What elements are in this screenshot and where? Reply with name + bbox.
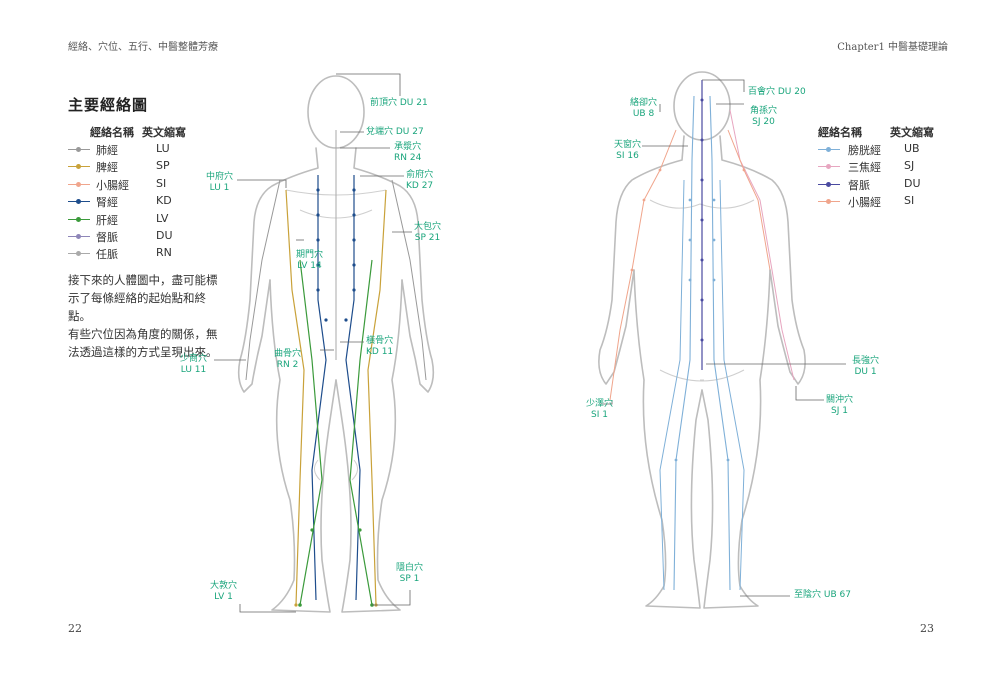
- legend-header-abbr: 英文縮寫: [142, 126, 186, 139]
- running-header-right: Chapter1 中醫基礎理論: [837, 42, 948, 53]
- front-body-outline: [237, 75, 435, 613]
- legend-row: 脾經 SP: [68, 159, 228, 175]
- back-leader-lines: [600, 79, 846, 597]
- back-meridians: [609, 80, 795, 591]
- legend-meridian-name: 任脈: [96, 248, 118, 262]
- legend-line-swatch: [68, 147, 90, 152]
- legend-row: 小腸經 SI: [818, 194, 978, 210]
- legend-meridian-name: 小腸經: [96, 178, 129, 192]
- legend-row: 肝經 LV: [68, 212, 228, 228]
- acupoint-label-baihui: 百會穴 DU 20: [748, 87, 806, 97]
- legend-line-swatch: [818, 199, 840, 205]
- description-line: 有些穴位因為角度的關係，無: [68, 327, 218, 341]
- legend-row: 小腸經 SI: [68, 177, 228, 193]
- legend-meridian-abbr: SJ: [904, 159, 915, 173]
- legend-line-swatch: [68, 181, 90, 187]
- legend-line-swatch: [818, 164, 840, 170]
- page-number-right: 23: [920, 622, 934, 635]
- description-line: 法透過這樣的方式呈現出來。: [68, 345, 218, 359]
- legend-meridian-name: 腎經: [96, 196, 118, 210]
- legend-dot-swatch: [826, 181, 831, 187]
- legend-dot-swatch: [76, 234, 81, 239]
- legend-meridian-abbr: SI: [904, 194, 915, 208]
- legend-meridian-abbr: RN: [156, 246, 172, 260]
- description-line: 接下來的人體圖中，盡可能標: [68, 273, 218, 287]
- legend-row: 膀胱經 UB: [818, 142, 978, 158]
- legend-meridian-abbr: SI: [156, 176, 167, 190]
- acupoint-label-qianding: 前頂穴 DU 21: [370, 98, 428, 108]
- legend-dot-swatch: [76, 199, 81, 205]
- legend-line-swatch: [68, 251, 90, 257]
- acupoint-label-duiduan: 兌端穴 DU 27: [366, 127, 424, 137]
- legend-meridian-abbr: DU: [904, 176, 921, 190]
- legend-meridian-abbr: KD: [156, 194, 172, 208]
- legend-header-name: 經絡名稱: [818, 126, 862, 139]
- legend-row: 腎經 KD: [68, 194, 228, 210]
- legend-meridian-name: 膀胱經: [848, 144, 881, 157]
- front-meridians: [245, 130, 427, 607]
- legend-row: 任脈 RN: [68, 246, 228, 262]
- legend-header-abbr: 英文縮寫: [890, 126, 934, 139]
- legend-meridian-name: 脾經: [96, 161, 118, 175]
- legend-dot-swatch: [76, 216, 81, 222]
- legend-meridian-name: 督脈: [848, 178, 870, 192]
- page-number-left: 22: [68, 622, 82, 635]
- legend-meridian-name: 肺經: [96, 144, 118, 157]
- legend-meridian-name: 肝經: [96, 213, 118, 227]
- legend-line-swatch: [68, 164, 90, 170]
- legend-meridian-abbr: LV: [156, 211, 169, 225]
- legend-meridian-abbr: LU: [156, 142, 170, 155]
- front-leader-lines: [214, 73, 412, 613]
- description-line: 示了每條經絡的起始點和終點。: [68, 291, 206, 323]
- legend-dot-swatch: [826, 147, 831, 152]
- legend-dot-swatch: [76, 164, 81, 170]
- legend-line-swatch: [68, 234, 90, 239]
- legend-line-swatch: [818, 181, 840, 187]
- legend-header-name: 經絡名稱: [90, 126, 134, 139]
- legend-meridian-abbr: DU: [156, 229, 173, 242]
- legend-meridian-abbr: SP: [156, 159, 170, 173]
- legend-line-swatch: [68, 216, 90, 222]
- meridian-legend-back: 經絡名稱 英文縮寫 膀胱經 UB 三焦經 SJ 督脈 DU 小腸經 SI: [818, 124, 958, 214]
- legend-meridian-name: 小腸經: [848, 196, 881, 210]
- legend-line-swatch: [818, 147, 840, 152]
- legend-row: 三焦經 SJ: [818, 159, 978, 175]
- legend-meridian-name: 三焦經: [848, 161, 881, 175]
- legend-dot-swatch: [76, 181, 81, 187]
- legend-meridian-abbr: UB: [904, 142, 920, 155]
- legend-line-swatch: [68, 199, 90, 205]
- description-paragraph: 接下來的人體圖中，盡可能標 示了每條經絡的起始點和終點。 有些穴位因為角度的關係…: [68, 271, 228, 361]
- section-title: 主要經絡圖: [68, 96, 149, 114]
- legend-row: 肺經 LU: [68, 142, 228, 158]
- meridian-legend-front: 經絡名稱 英文縮寫 肺經 LU 脾經 SP 小腸經 SI 腎經 KD 肝經 LV 督脈 DU 任脈 RN: [68, 124, 228, 264]
- legend-dot-swatch: [76, 147, 81, 152]
- legend-meridian-name: 督脈: [96, 231, 118, 244]
- legend-row: 督脈 DU: [818, 177, 978, 193]
- legend-dot-swatch: [826, 164, 831, 170]
- legend-dot-swatch: [826, 199, 831, 205]
- legend-row: 督脈 DU: [68, 229, 228, 245]
- legend-dot-swatch: [76, 251, 81, 257]
- running-header-left: 經絡、穴位、五行、中醫整體芳療: [68, 42, 218, 53]
- acupoint-label-zhiyin: 至陰穴 UB 67: [794, 590, 851, 600]
